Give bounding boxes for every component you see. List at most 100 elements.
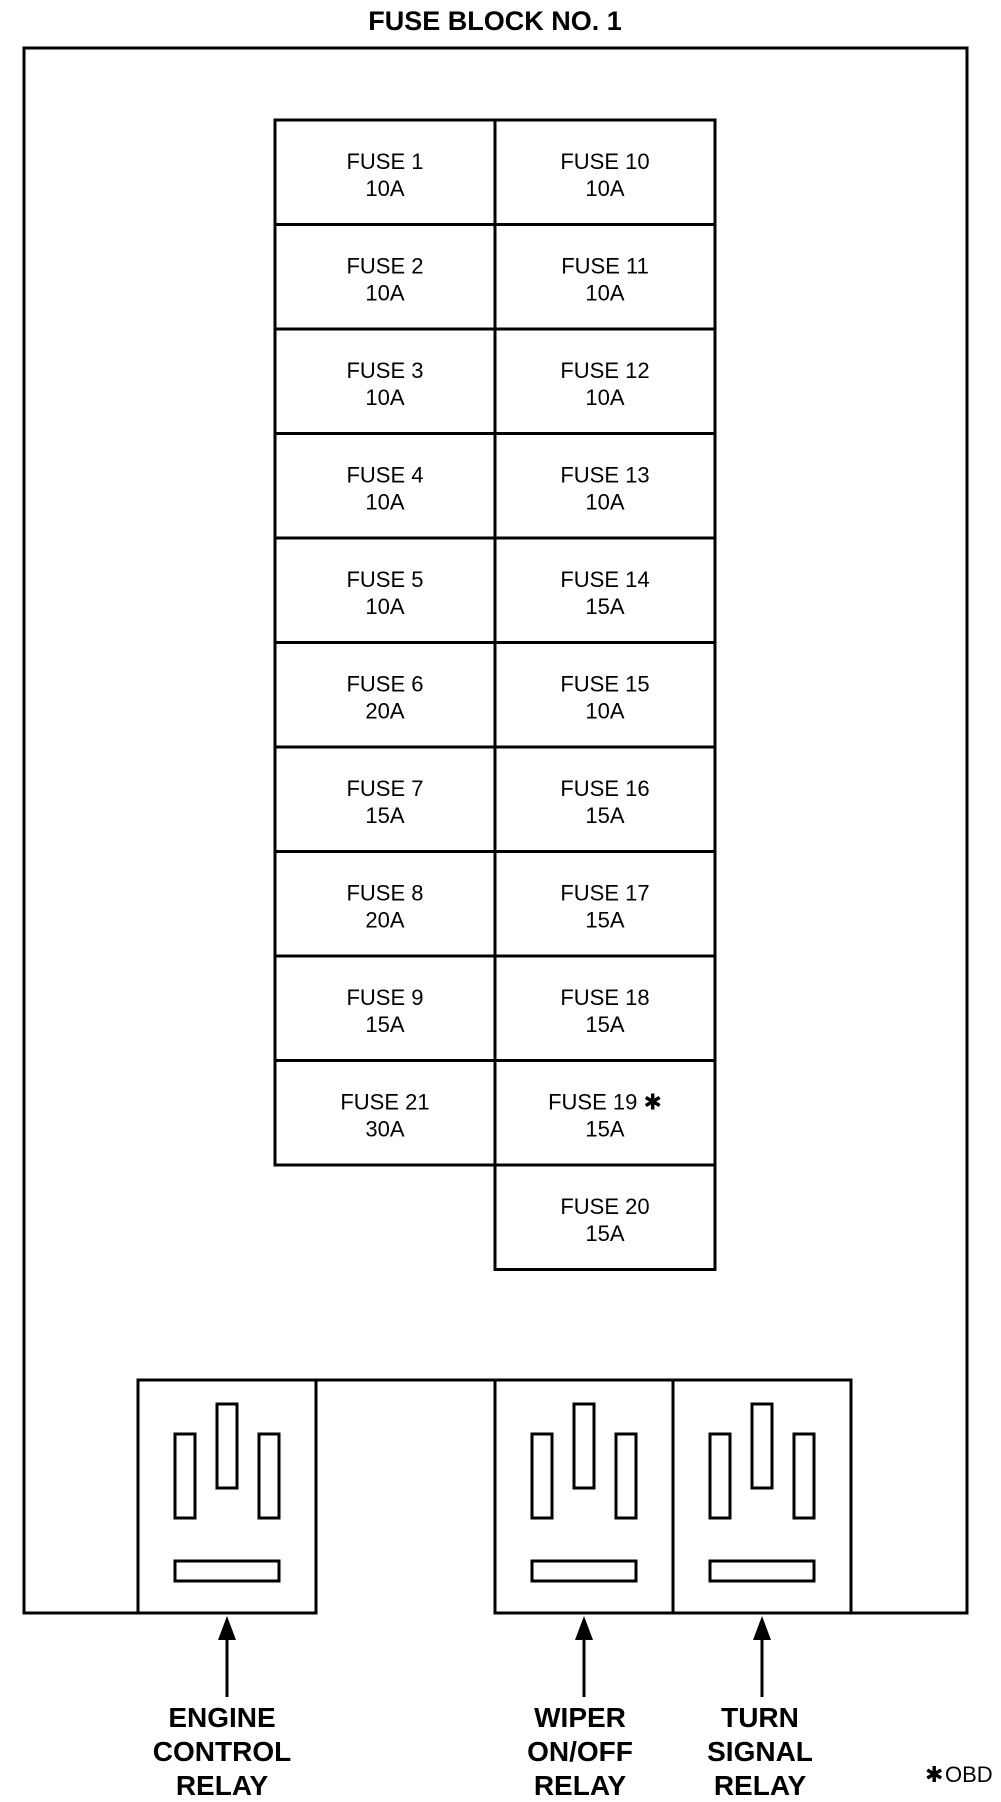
- fuse-rating: 15A: [585, 803, 624, 828]
- relay-label-line: CONTROL: [153, 1736, 291, 1767]
- relay-pin: [708, 1432, 732, 1520]
- fuse-name: FUSE 7: [346, 776, 423, 801]
- arrow-up-icon: [575, 1616, 593, 1640]
- fuse-rating: 15A: [585, 908, 624, 933]
- fuse-cell-border: [493, 850, 717, 958]
- fuse-name: FUSE 14: [560, 567, 649, 592]
- fuse-rating: 15A: [585, 1117, 624, 1142]
- fuse-cell-border: [273, 954, 497, 1062]
- diagram-title: FUSE BLOCK NO. 1: [368, 6, 622, 36]
- fuse-cell-border: [273, 641, 497, 749]
- relay-pin: [215, 1402, 239, 1490]
- fuse-rating: 10A: [365, 594, 404, 619]
- relay-pin: [792, 1432, 816, 1520]
- fuse-rating: 10A: [365, 385, 404, 410]
- fuse-rating: 10A: [365, 176, 404, 201]
- relay-label-line: RELAY: [534, 1770, 627, 1801]
- legend-text: OBD: [945, 1762, 993, 1787]
- relay-label-line: RELAY: [176, 1770, 269, 1801]
- relay-pin: [173, 1432, 197, 1520]
- fuse-name: FUSE 20: [560, 1194, 649, 1219]
- fuse-rating: 10A: [365, 490, 404, 515]
- relay-pin: [572, 1402, 596, 1490]
- fuse-rating: 30A: [365, 1117, 404, 1142]
- fuse-rating: 15A: [365, 803, 404, 828]
- fuse-name: FUSE 15: [560, 672, 649, 697]
- fuse-rating: 10A: [585, 699, 624, 724]
- fuse-cell-border: [493, 327, 717, 435]
- fuse-name: FUSE 13: [560, 463, 649, 488]
- fuse-name: FUSE 11: [561, 254, 649, 279]
- relay-group: ENGINECONTROLRELAYWIPERON/OFFRELAYTURNSI…: [136, 1378, 853, 1801]
- fuse-rating: 15A: [585, 594, 624, 619]
- fuse-cell-border: [273, 1059, 497, 1167]
- fuse-name: FUSE 6: [346, 672, 423, 697]
- fuse-block-outline: [22, 46, 969, 1615]
- fuse-name: FUSE 5: [346, 567, 423, 592]
- relay-label-line: WIPER: [534, 1702, 626, 1733]
- relay-label-line: RELAY: [714, 1770, 807, 1801]
- relay-pin: [530, 1432, 554, 1520]
- legend-symbol: ✱: [925, 1762, 943, 1787]
- fuse-rating: 10A: [585, 281, 624, 306]
- fuse-cell-border: [493, 954, 717, 1062]
- fuse-name: FUSE 9: [346, 985, 423, 1010]
- relay-label-line: TURN: [721, 1702, 799, 1733]
- fuse-name: FUSE 1: [346, 149, 423, 174]
- fuse-rating: 10A: [585, 176, 624, 201]
- fuse-cell-border: [493, 1163, 717, 1271]
- fuse-name: FUSE 8: [346, 881, 423, 906]
- fuse-name: FUSE 4: [346, 463, 423, 488]
- fuse-name: FUSE 3: [346, 358, 423, 383]
- relay-label-line: SIGNAL: [707, 1736, 813, 1767]
- fuse-cell-border: [493, 118, 717, 226]
- fuse-name: FUSE 19 ✱: [548, 1090, 662, 1115]
- legend: ✱ OBD: [925, 1762, 993, 1787]
- fuse-rating: 15A: [365, 1012, 404, 1037]
- fuse-rating: 10A: [365, 281, 404, 306]
- fuse-rating: 10A: [585, 490, 624, 515]
- fuse-rating: 15A: [585, 1012, 624, 1037]
- relay-pin: [614, 1432, 638, 1520]
- fuse-cell: FUSE 19 ✱15A: [493, 1059, 717, 1167]
- relay-label-line: ON/OFF: [527, 1736, 633, 1767]
- fuse-cell-border: [493, 223, 717, 331]
- relay-pin-horizontal: [708, 1559, 816, 1583]
- relay-pin: [750, 1402, 774, 1490]
- relay-label-line: ENGINE: [168, 1702, 275, 1733]
- fuse-name: FUSE 21: [340, 1090, 429, 1115]
- relay-pin-horizontal: [173, 1559, 281, 1583]
- fuse-name: FUSE 12: [560, 358, 649, 383]
- fuse-cell-border: [273, 223, 497, 331]
- fuse-name: FUSE 16: [560, 776, 649, 801]
- fuse-rating: 15A: [585, 1221, 624, 1246]
- fuse-name: FUSE 10: [560, 149, 649, 174]
- fuse-cell-border: [493, 536, 717, 644]
- fuse-name: FUSE 2: [346, 254, 423, 279]
- arrow-up-icon: [753, 1616, 771, 1640]
- relay-pin: [257, 1432, 281, 1520]
